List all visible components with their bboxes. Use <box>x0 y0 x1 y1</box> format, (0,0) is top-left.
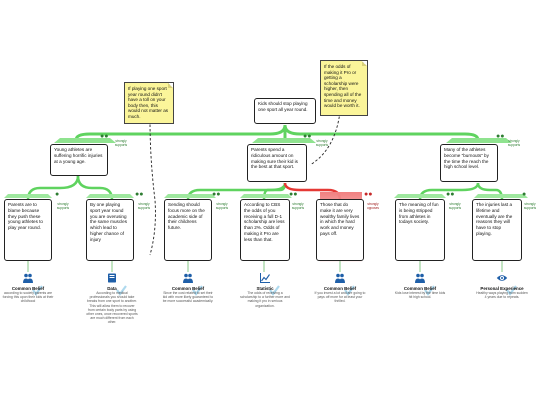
evidence-description: According to medical professionals you s… <box>86 291 138 325</box>
reason-text: Young athletes are suffering horrific in… <box>54 147 103 164</box>
people-icon <box>335 273 345 283</box>
claim-text: The injuries last a lifetime and eventua… <box>476 202 513 236</box>
people-icon <box>183 273 193 283</box>
support-indicator: ●● <box>135 191 144 198</box>
evidence-title: Common Belief <box>323 286 357 291</box>
evidence-common-belief-academics[interactable]: Common Belief Since the cost related to … <box>162 272 214 304</box>
relation-tag: strongly supports <box>137 202 151 210</box>
claim-node-overuse[interactable]: By one playing sport year round you are … <box>86 199 134 261</box>
reason-text: Many of the athletes become "burnouts" b… <box>444 147 489 170</box>
reason3-to-claims-connectors <box>394 182 528 201</box>
evidence-description: Healthy ways playing from sudden 4 years… <box>476 291 528 300</box>
people-icon <box>415 273 425 283</box>
relation-tag: strongly supports <box>523 202 537 210</box>
claim-text: Parents are to blame because they push t… <box>8 202 43 231</box>
reason-text: Parents spend a ridiculous amount on mak… <box>251 147 298 170</box>
evidence-description: Since the cost related to set their kid … <box>162 291 214 304</box>
claim-text: The meaning of fun is being stripped fro… <box>399 202 439 225</box>
reason1-to-claims-connectors <box>4 175 134 201</box>
evidence-description: Kids lose interest by the time kids hit … <box>394 291 446 300</box>
reason-support-bands <box>54 138 512 143</box>
claim-node-fun-stripped[interactable]: The meaning of fun is being stripped fro… <box>395 199 445 261</box>
claim-text: Those that do make it are very wealthy f… <box>320 202 360 236</box>
relation-tag: strongly supports <box>215 202 229 210</box>
relation-tag: strongly supports <box>507 139 521 147</box>
claim-text: According to CBS the odds of you receivi… <box>244 202 285 242</box>
evidence-title: Common Belief <box>11 286 45 291</box>
book-icon <box>108 273 116 283</box>
claim-node-academics[interactable]: Sending should focus more on the academi… <box>164 199 212 261</box>
claim-text: Sending should focus more on the academi… <box>168 202 205 231</box>
reason-node-injuries[interactable]: Young athletes are suffering horrific in… <box>50 144 108 176</box>
verified-check-marks <box>32 285 517 296</box>
support-indicator: ● <box>522 191 527 198</box>
relation-tag: strongly supports <box>114 139 128 147</box>
relation-tag: strongly opposes <box>366 202 380 210</box>
chart-icon <box>260 273 270 283</box>
evidence-title: Personal Experience <box>480 286 524 291</box>
note-injury-objection[interactable]: If playing one sport year round didn't h… <box>124 82 174 124</box>
support-indicator: ●● <box>496 133 505 140</box>
note-odds-objection[interactable]: If the odds of making it Pro or getting … <box>320 60 368 116</box>
evidence-description: The odds of receiving a scholarship to a… <box>240 291 290 308</box>
evidence-data-medical[interactable]: Data According to medical professionals … <box>86 272 138 325</box>
note-text: If playing one sport year round didn't h… <box>128 86 169 119</box>
relation-tag: strongly supports <box>56 202 70 210</box>
root-claim-text: Kids should stop playing one sport all y… <box>258 101 308 112</box>
note-text: If the odds of making it Pro or getting … <box>324 64 362 109</box>
evidence-title: Common Belief <box>403 286 437 291</box>
people-icon <box>23 273 33 283</box>
evidence-title: Common Belief <box>171 286 205 291</box>
evidence-common-belief-interest[interactable]: Common Belief Kids lose interest by the … <box>394 272 446 299</box>
support-indicator: ●● <box>303 133 312 140</box>
evidence-title: Statistic <box>256 286 274 291</box>
relation-tag: strongly supports <box>448 202 462 210</box>
reason-node-cost[interactable]: Parents spend a ridiculous amount on mak… <box>247 144 307 182</box>
support-indicator: ●● <box>212 191 221 198</box>
evidence-common-belief-parents[interactable]: Common Belief according to society paren… <box>2 272 54 304</box>
relation-tag: strongly supports <box>315 139 329 147</box>
claim-text: By one playing sport year round you are … <box>90 202 128 242</box>
support-indicator: ●● <box>100 133 109 140</box>
claim-to-evidence-connectors <box>27 260 503 272</box>
support-indicator: ●● <box>446 191 455 198</box>
claim-node-parents-blame[interactable]: Parents are to blame because they push t… <box>4 199 52 261</box>
evidence-title: Data <box>107 286 117 291</box>
evidence-personal-experience[interactable]: Personal Experience Healthy ways playing… <box>476 272 528 299</box>
evidence-description: If you invest a lot and are going to pay… <box>314 291 366 304</box>
claim-node-wealthy-families[interactable]: Those that do make it are very wealthy f… <box>316 199 364 261</box>
claim-node-lifetime-injuries[interactable]: The injuries last a lifetime and eventua… <box>472 199 522 261</box>
root-to-reasons-connectors <box>74 124 480 141</box>
eye-icon <box>496 275 508 281</box>
support-indicator: ●● <box>289 191 298 198</box>
reason-node-burnout[interactable]: Many of the athletes become "burnouts" b… <box>440 144 498 182</box>
evidence-common-belief-investment[interactable]: Common Belief If you invest a lot and ar… <box>314 272 366 304</box>
note-connectors <box>149 111 341 256</box>
relation-tag: strongly supports <box>291 202 305 210</box>
evidence-description: according to society parents are forcing… <box>2 291 54 304</box>
root-claim[interactable]: Kids should stop playing one sport all y… <box>254 98 316 124</box>
claim-node-scholarship-odds[interactable]: According to CBS the odds of you receivi… <box>240 199 290 261</box>
oppose-indicator: ●● <box>364 191 373 198</box>
evidence-statistic-odds[interactable]: Statistic The odds of receiving a schola… <box>239 272 291 308</box>
support-indicator: ● <box>55 191 60 198</box>
